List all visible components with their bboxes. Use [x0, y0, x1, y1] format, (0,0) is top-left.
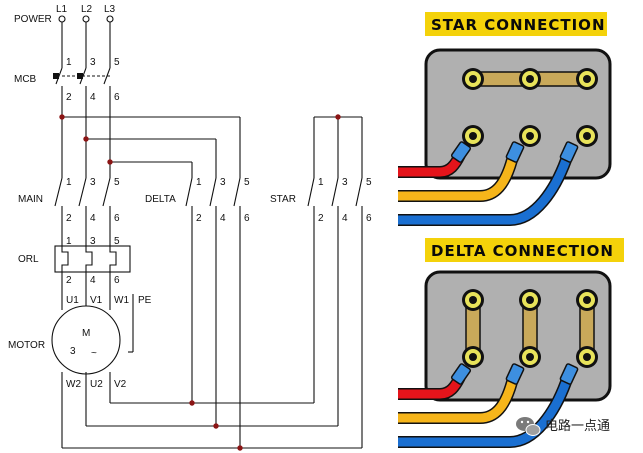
junction-dot — [335, 114, 341, 120]
star-connection-panel: STAR CONNECTION — [398, 12, 612, 226]
mcb-breaker — [53, 22, 111, 178]
terminal-u1: U1 — [66, 295, 79, 306]
main-num: 2 — [66, 213, 72, 224]
star-wire-yellow — [398, 158, 517, 201]
overload-relay — [54, 240, 131, 310]
main-num: 3 — [90, 177, 96, 188]
delta-num: 1 — [196, 177, 202, 188]
motor-ac-symbol: ~ — [91, 348, 97, 359]
main-label: MAIN — [18, 194, 43, 205]
terminal-l2 — [82, 15, 90, 23]
delta-wire-yellow — [398, 380, 517, 423]
delta-connection-panel: DELTA CONNECTION — [398, 238, 624, 448]
mcb-num: 1 — [66, 57, 72, 68]
star-num: 4 — [342, 213, 348, 224]
orl-num: 6 — [114, 275, 120, 286]
terminal-w2: W2 — [66, 379, 81, 390]
star-num: 3 — [342, 177, 348, 188]
delta-label: DELTA — [145, 194, 176, 205]
delta-num: 4 — [220, 213, 226, 224]
terminal-u2: U2 — [90, 379, 103, 390]
terminal-l1 — [58, 15, 66, 23]
star-label: STAR — [270, 194, 296, 205]
delta-num: 6 — [244, 213, 250, 224]
star-title: STAR CONNECTION — [431, 16, 606, 34]
star-num: 6 — [366, 213, 372, 224]
junction-dot — [59, 114, 65, 120]
phase-label-l1: L1 — [56, 4, 68, 15]
watermark-text: 电路一点通 — [545, 418, 610, 434]
return-wiring — [61, 372, 362, 449]
star-num: 2 — [318, 213, 324, 224]
terminal-w1: W1 — [114, 295, 129, 306]
delta-wire-blue — [398, 380, 571, 447]
star-lugs — [450, 141, 579, 163]
junction-dot — [237, 445, 243, 451]
main-num: 1 — [66, 177, 72, 188]
star-num: 1 — [318, 177, 324, 188]
orl-num: 2 — [66, 275, 72, 286]
junction-dot — [107, 159, 113, 165]
terminal-l3 — [106, 15, 114, 23]
junction-dot — [83, 136, 89, 142]
main-num: 6 — [114, 213, 120, 224]
mcb-num: 2 — [66, 92, 72, 103]
delta-lugs — [450, 363, 579, 385]
star-title-bar — [425, 12, 607, 36]
main-contactor — [54, 177, 111, 240]
delta-num: 5 — [244, 177, 250, 188]
schematic: POWER L1 L2 L3 MCB 1 3 5 2 4 6 — [8, 4, 372, 451]
pe-label: PE — [138, 295, 152, 306]
delta-terminals — [462, 289, 598, 368]
junction-dot — [213, 423, 219, 429]
terminal-v1: V1 — [90, 295, 103, 306]
phase-label-l3: L3 — [104, 4, 116, 15]
delta-num: 2 — [196, 213, 202, 224]
supply-buses — [62, 116, 241, 178]
mcb-label: MCB — [14, 74, 37, 85]
junction-dot — [189, 400, 195, 406]
mcb-num: 5 — [114, 57, 120, 68]
star-terminals — [462, 68, 598, 147]
wechat-icon — [516, 417, 541, 436]
delta-bridge-bars — [465, 299, 595, 357]
orl-label: ORL — [18, 254, 39, 265]
motor-m: M — [82, 328, 90, 339]
mcb-num: 6 — [114, 92, 120, 103]
motor-phase-count: 3 — [70, 346, 76, 357]
star-wire-blue — [398, 158, 571, 225]
orl-num: 5 — [114, 236, 120, 247]
orl-num: 1 — [66, 236, 72, 247]
motor-symbol — [51, 305, 121, 375]
mcb-num: 4 — [90, 92, 96, 103]
orl-num: 3 — [90, 236, 96, 247]
star-contactor — [307, 116, 363, 448]
watermark: 电路一点通 — [516, 417, 610, 436]
phase-label-l2: L2 — [81, 4, 93, 15]
mcb-num: 3 — [90, 57, 96, 68]
delta-contactor — [185, 177, 241, 448]
main-num: 4 — [90, 213, 96, 224]
motor-label: MOTOR — [8, 340, 45, 351]
orl-num: 4 — [90, 275, 96, 286]
main-num: 5 — [114, 177, 120, 188]
delta-num: 3 — [220, 177, 226, 188]
delta-title: DELTA CONNECTION — [431, 242, 614, 260]
power-label: POWER — [14, 14, 52, 25]
delta-title-bar — [425, 238, 624, 262]
star-num: 5 — [366, 177, 372, 188]
terminal-v2: V2 — [114, 379, 127, 390]
